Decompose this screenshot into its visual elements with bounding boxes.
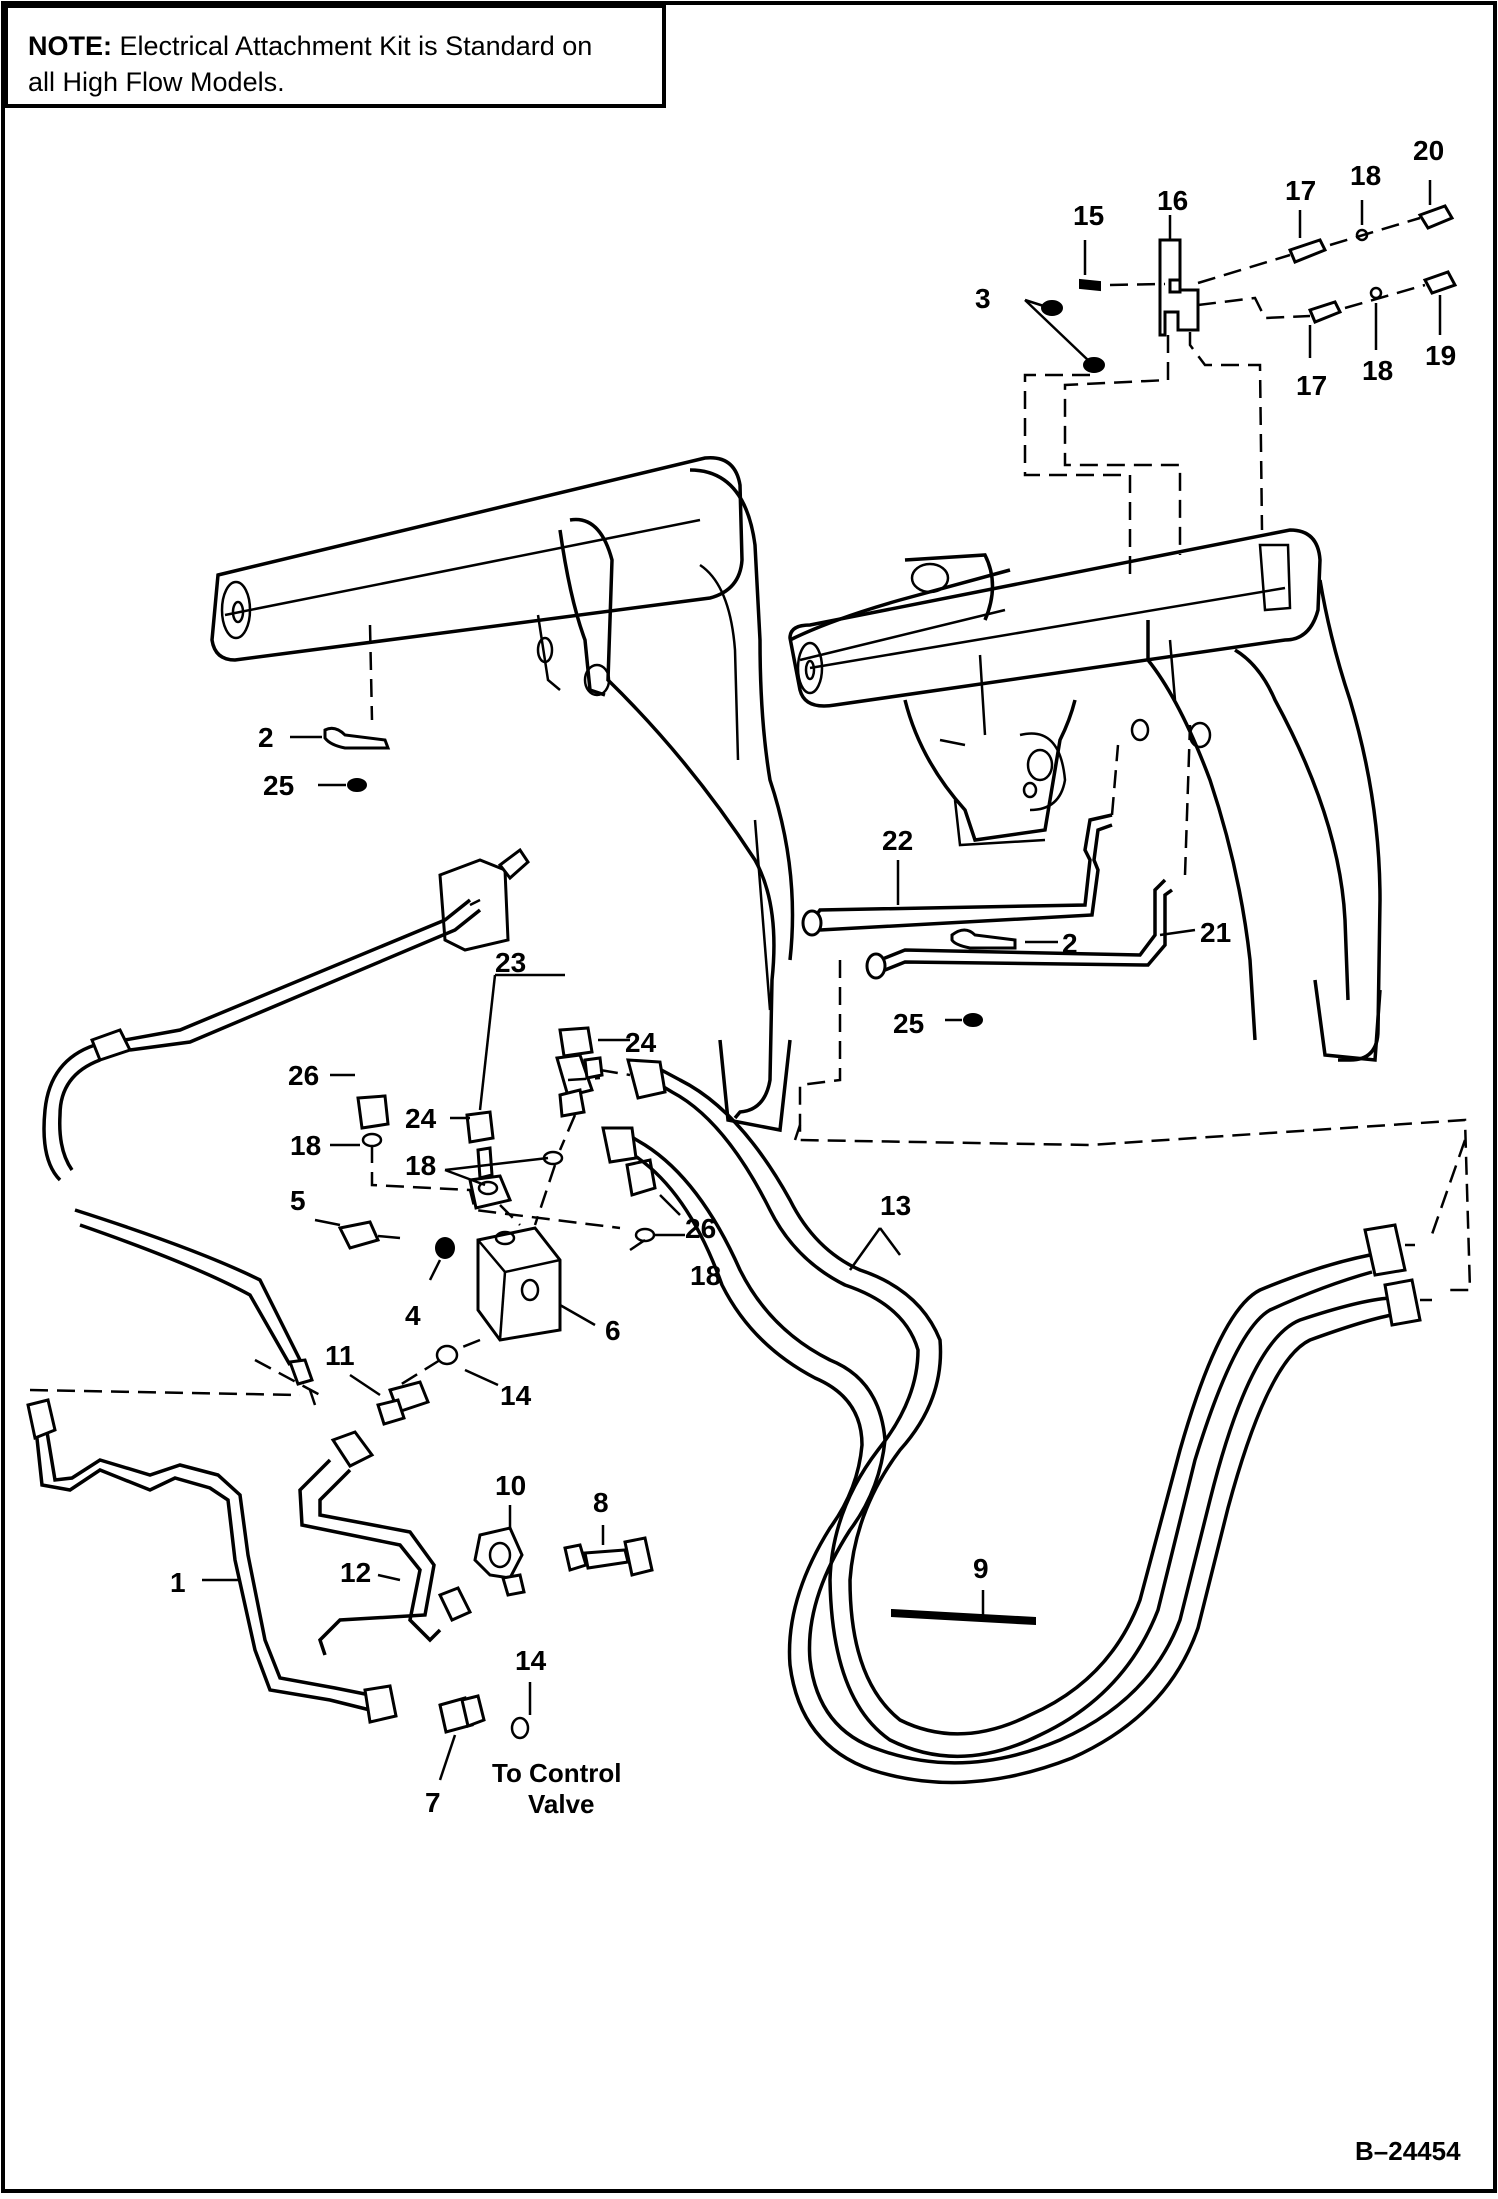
tube-lines-21-22 (801, 724, 1192, 980)
callout-labels: 15 16 17 18 20 3 17 18 19 2 25 22 21 2 2… (170, 135, 1461, 2166)
callout-26b: 26 (685, 1213, 716, 1244)
callout-3: 3 (975, 283, 991, 314)
callout-12: 12 (340, 1557, 371, 1588)
callout-14a: 14 (500, 1380, 532, 1411)
callout-15: 15 (1073, 200, 1104, 231)
callout-24a: 24 (625, 1027, 657, 1058)
callout-18d: 18 (405, 1150, 436, 1181)
electrical-connector-parts (1023, 204, 1458, 575)
loader-arm-assembly (210, 456, 1382, 1133)
callout-8: 8 (593, 1487, 609, 1518)
harness-hose (42, 847, 530, 1406)
callout-7: 7 (425, 1787, 441, 1818)
callout-17a: 17 (1285, 175, 1316, 206)
callout-23: 23 (495, 947, 526, 978)
callout-22: 22 (882, 825, 913, 856)
annotation-line2: Valve (528, 1789, 595, 1819)
callout-25b: 25 (893, 1008, 924, 1039)
note-box: NOTE: Electrical Attachment Kit is Stand… (4, 4, 666, 108)
callout-5: 5 (290, 1185, 306, 1216)
callout-10: 10 (495, 1470, 526, 1501)
annotation-line1: To Control (492, 1758, 621, 1788)
callout-2b: 2 (1062, 928, 1078, 959)
callout-18e: 18 (690, 1260, 721, 1291)
note-line1: Electrical Attachment Kit is Standard on (119, 31, 593, 61)
callout-1: 1 (170, 1567, 186, 1598)
note-prefix: NOTE: (28, 31, 112, 61)
callout-2a: 2 (258, 722, 274, 753)
callout-25a: 25 (263, 770, 294, 801)
hoses-13 (567, 1058, 1432, 1785)
hose-clamps (323, 624, 1017, 1027)
callout-13: 13 (880, 1190, 911, 1221)
leader-lines (202, 180, 1442, 1781)
callout-4: 4 (405, 1300, 421, 1331)
callout-18a: 18 (1350, 160, 1381, 191)
callout-18b: 18 (1362, 355, 1393, 386)
callout-19: 19 (1425, 340, 1456, 371)
callout-14b: 14 (515, 1645, 547, 1676)
callout-24b: 24 (405, 1103, 437, 1134)
callout-26a: 26 (288, 1060, 319, 1091)
callout-21: 21 (1200, 917, 1231, 948)
callout-17b: 17 (1296, 370, 1327, 401)
manifold-block (337, 1026, 657, 1387)
callout-6: 6 (605, 1315, 621, 1346)
fittings-lower (26, 1380, 654, 1740)
note-text: NOTE: Electrical Attachment Kit is Stand… (28, 28, 592, 100)
cable-tie (891, 1608, 1036, 1626)
callout-18c: 18 (290, 1130, 321, 1161)
callout-11: 11 (325, 1340, 355, 1371)
reference-number: B–24454 (1355, 2136, 1461, 2166)
note-line2: all High Flow Models. (28, 67, 285, 97)
callout-16: 16 (1157, 185, 1188, 216)
callout-20: 20 (1413, 135, 1444, 166)
callout-9: 9 (973, 1553, 989, 1584)
